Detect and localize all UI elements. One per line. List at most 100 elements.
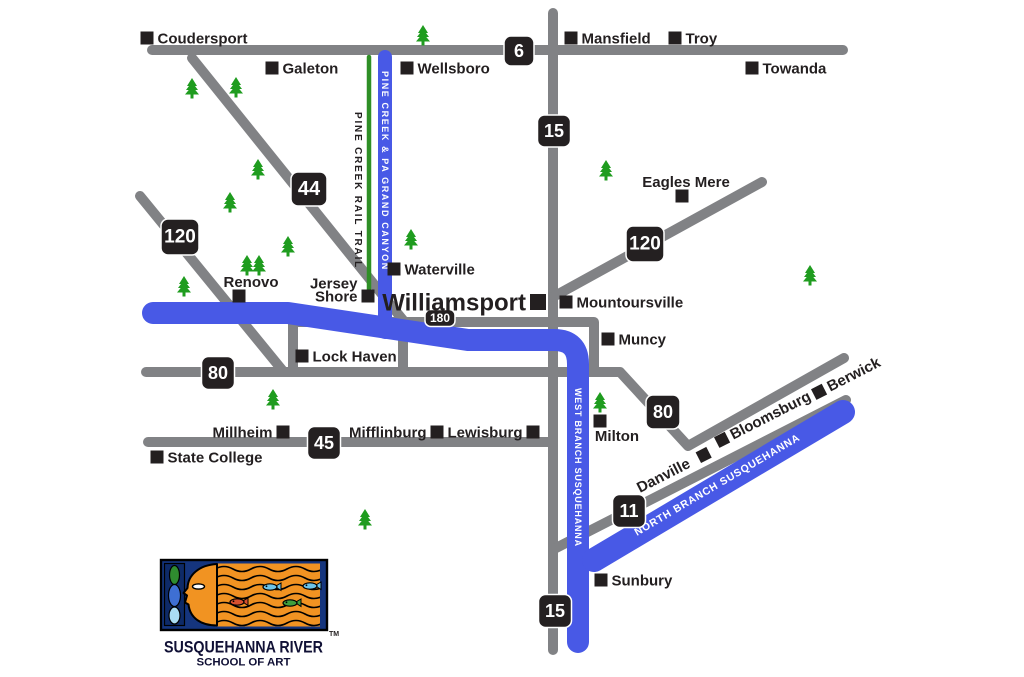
town-label: Coudersport xyxy=(158,31,248,48)
route-80-east-shield: 80 xyxy=(645,394,681,430)
shield-number: 45 xyxy=(314,433,334,453)
town-label: Waterville xyxy=(405,262,475,279)
town-marker xyxy=(530,294,546,310)
town-marker xyxy=(594,573,608,587)
leaf-green-icon xyxy=(168,564,181,586)
town-label: Lewisburg xyxy=(447,425,522,442)
town-label: Williamsport xyxy=(382,290,526,317)
route-15-north-shield: 15 xyxy=(536,114,572,148)
town-label: State College xyxy=(168,450,263,467)
trees-layer xyxy=(177,25,817,530)
pine-tree-icon xyxy=(223,192,237,213)
shield-number: 44 xyxy=(298,178,321,200)
shield-number: 180 xyxy=(430,311,450,325)
town-williamsport: Williamsport xyxy=(382,290,546,317)
rail-trail-label: PINE CREEK RAIL TRAIL xyxy=(352,112,363,269)
town-marker xyxy=(265,61,279,75)
pine-tree-icon xyxy=(358,509,372,530)
town-lewisburg: Lewisburg xyxy=(447,425,540,442)
pine-tree-icon xyxy=(281,236,295,257)
fish-lightblue-icon xyxy=(262,582,282,592)
town-towanda: Towanda xyxy=(745,61,827,78)
river-north-branch-susquehanna xyxy=(582,400,855,572)
town-marker xyxy=(695,446,712,464)
town-galeton: Galeton xyxy=(265,61,339,78)
pine-tree-icon xyxy=(803,265,817,286)
town-label: Lock Haven xyxy=(313,349,397,366)
town-label: Mountoursville xyxy=(577,295,684,312)
route-11-shield: 11 xyxy=(611,493,647,529)
town-marker xyxy=(430,425,444,439)
pine-tree-icon xyxy=(251,159,265,180)
pine-tree-icon xyxy=(599,160,613,181)
town-waterville: Waterville xyxy=(387,262,475,279)
town-label: Renovo xyxy=(223,274,278,291)
town-troy: Troy xyxy=(668,31,718,48)
pine-tree-icon xyxy=(416,25,430,46)
route-80-west-shield: 80 xyxy=(200,355,236,391)
town-marker xyxy=(714,431,731,448)
town-marker xyxy=(564,31,578,45)
town-renovo: Renovo xyxy=(223,274,279,303)
town-marker xyxy=(559,295,573,309)
shield-number: 80 xyxy=(653,402,673,422)
eye-icon xyxy=(191,583,206,590)
route-6-shield: 6 xyxy=(503,35,535,67)
town-label: Sunbury xyxy=(612,573,673,590)
town-marker xyxy=(295,349,309,363)
route-120-west-shield: 120 xyxy=(160,218,200,256)
shield-number: 11 xyxy=(619,501,638,521)
pine-tree-icon xyxy=(177,276,191,297)
face-profile-icon xyxy=(182,563,218,627)
town-state-college: State College xyxy=(150,450,263,467)
fish-lightblue2-icon xyxy=(302,581,322,591)
rivers-layer xyxy=(142,50,855,653)
leaf-blue-icon xyxy=(167,583,182,608)
shield-number: 120 xyxy=(164,227,196,248)
town-marker xyxy=(811,383,828,400)
shields-layer: 6 15 44 120 120 180 80 80 45 11 15 xyxy=(160,35,681,629)
town-marker xyxy=(276,425,290,439)
town-marker xyxy=(387,262,401,276)
town-mountoursville: Mountoursville xyxy=(559,295,684,312)
route-44-shield: 44 xyxy=(290,171,328,207)
town-label: Mansfield xyxy=(582,31,651,48)
route-120-east-shield: 120 xyxy=(625,225,665,263)
town-marker xyxy=(140,31,154,45)
town-milton: Milton xyxy=(593,414,639,445)
town-marker xyxy=(593,414,607,428)
town-marker xyxy=(601,332,615,346)
road-route-11 xyxy=(551,395,851,553)
pine-creek-label: PINE CREEK & PA GRAND CANYON xyxy=(380,71,390,271)
town-label: Troy xyxy=(686,31,718,48)
shield-number: 120 xyxy=(629,234,661,255)
fish-green-icon xyxy=(282,598,302,608)
town-marker xyxy=(526,425,540,439)
river-west-branch-susquehanna xyxy=(142,302,589,653)
shield-number: 15 xyxy=(544,121,564,141)
west-branch-label: WEST BRANCH SUSQUEHANNA xyxy=(573,388,583,547)
town-marker xyxy=(668,31,682,45)
logo-subtitle: SCHOOL OF ART xyxy=(197,657,291,669)
town-marker xyxy=(745,61,759,75)
town-lock-haven: Lock Haven xyxy=(295,349,397,366)
town-sunbury: Sunbury xyxy=(594,573,673,590)
shield-number: 80 xyxy=(208,363,228,383)
pine-tree-icon xyxy=(252,255,266,276)
shield-number: 15 xyxy=(545,601,565,621)
town-muncy: Muncy xyxy=(601,332,667,349)
town-label: Milton xyxy=(595,428,639,445)
route-180-shield: 180 xyxy=(424,308,456,328)
town-marker xyxy=(232,289,246,303)
pine-tree-icon xyxy=(229,77,243,98)
town-label: Galeton xyxy=(283,61,339,78)
town-marker xyxy=(150,450,164,464)
town-marker xyxy=(675,189,689,203)
logo-title: SUSQUEHANNA RIVER xyxy=(164,638,323,657)
town-label: Eagles Mere xyxy=(642,174,730,191)
pine-tree-icon xyxy=(240,255,254,276)
